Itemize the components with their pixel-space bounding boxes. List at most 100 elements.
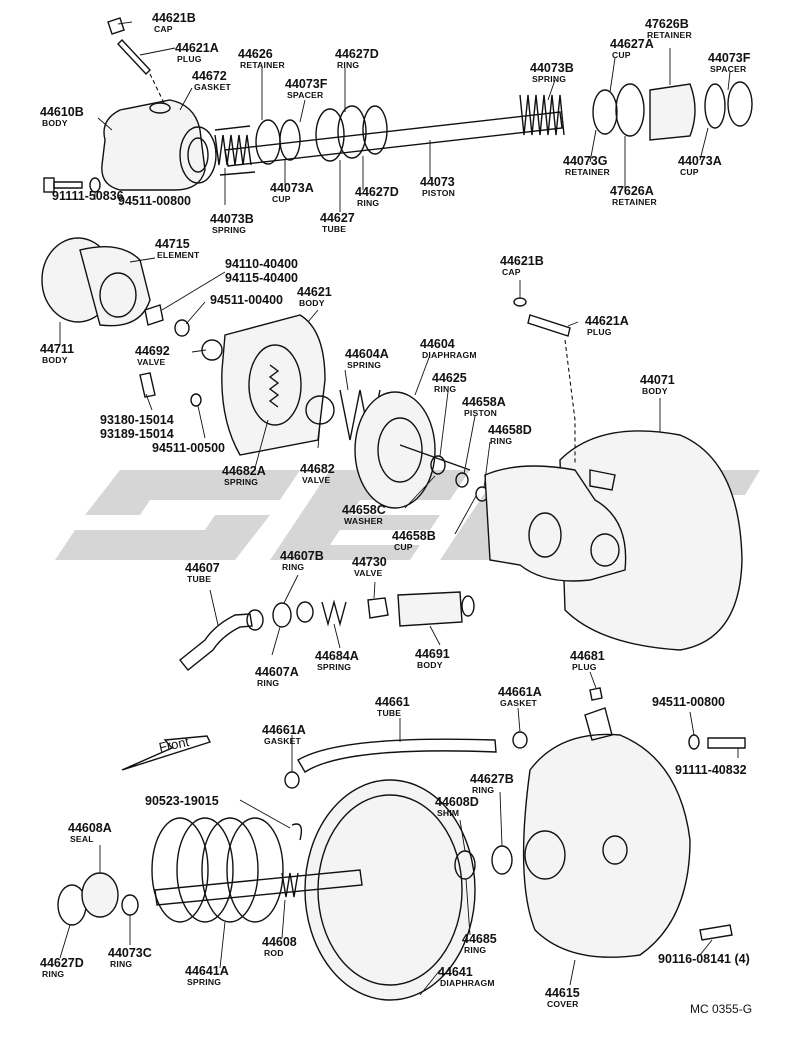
part-number: 44608 <box>262 935 297 949</box>
part-number: 44627A <box>610 37 654 51</box>
callout-c55: 91111-40832 <box>675 763 747 777</box>
part-name: CUP <box>612 50 631 60</box>
part-number: 44608A <box>68 821 112 835</box>
part-number: 44073G <box>563 154 607 168</box>
part-number: 44661A <box>262 723 306 737</box>
part-name: RING <box>490 436 512 446</box>
part-number: 44711 <box>40 342 74 356</box>
part-name: CUP <box>272 194 291 204</box>
part-number: 94115-40400 <box>225 271 298 285</box>
part-number: 44073B <box>210 212 254 226</box>
part-number: 44621B <box>500 254 544 268</box>
part-number: 44658A <box>462 395 506 409</box>
big-spring-drawing <box>151 817 284 923</box>
part-number: 44073A <box>678 154 722 168</box>
part-name: RETAINER <box>565 167 610 177</box>
part-number: 44658D <box>488 423 532 437</box>
part-name: PLUG <box>177 54 202 64</box>
part-number: 44658B <box>392 529 436 543</box>
part-number: 44621 <box>297 285 332 299</box>
part-name: RING <box>282 562 304 572</box>
part-name: CUP <box>680 167 699 177</box>
part-number: 90523-19015 <box>145 794 219 808</box>
callout-c12: 91111-50836 <box>52 189 124 203</box>
callout-c57: 90523-19015 <box>145 794 219 808</box>
part-number: 44626 <box>238 47 273 61</box>
part-name: BODY <box>417 660 443 670</box>
part-name: ROD <box>264 948 284 958</box>
part-number: 94511-00400 <box>210 293 283 307</box>
part-number: 44684A <box>315 649 359 663</box>
right-cap-plug-drawing <box>513 297 571 337</box>
part-number: 47626A <box>610 184 654 198</box>
part-number: 44692 <box>135 344 170 358</box>
part-name: SPRING <box>187 977 221 987</box>
callout-c24: 94115-40400 <box>225 271 298 285</box>
master-cylinder-body-drawing <box>101 99 217 191</box>
callout-c54: 94511-00800 <box>652 695 725 709</box>
vacuum-tube-drawing <box>284 731 746 789</box>
part-name: RETAINER <box>612 197 657 207</box>
part-number: 44071 <box>640 373 675 387</box>
part-name: WASHER <box>344 516 384 526</box>
part-name: RING <box>257 678 279 688</box>
leader-lines <box>59 21 739 996</box>
part-number: 44073 <box>420 175 455 189</box>
booster-body-drawing <box>484 339 743 651</box>
part-number: 44681 <box>570 649 605 663</box>
part-name: BODY <box>42 118 68 128</box>
part-name: RING <box>110 959 132 969</box>
part-number: 44604 <box>420 337 455 351</box>
part-number: 94511-00800 <box>652 695 725 709</box>
part-number: 47626B <box>645 17 689 31</box>
part-number: 94511-00500 <box>152 441 225 455</box>
part-name: SHIM <box>437 808 459 818</box>
part-name: CUP <box>394 542 413 552</box>
part-name: GASKET <box>264 736 302 746</box>
part-number: 44672 <box>192 69 227 83</box>
part-number: 44641 <box>438 965 473 979</box>
part-number: 44658C <box>342 503 386 517</box>
part-number: 44627 <box>320 211 355 225</box>
part-name: RING <box>464 945 486 955</box>
part-number: 44641A <box>185 964 229 978</box>
part-name: VALVE <box>354 568 382 578</box>
part-number: 44073F <box>285 77 328 91</box>
part-number: 91111-50836 <box>52 189 124 203</box>
part-number: 90116-08141 (4) <box>658 952 750 966</box>
part-number: 44607A <box>255 665 299 679</box>
part-number: 44685 <box>462 932 497 946</box>
part-number: 44627D <box>335 47 379 61</box>
part-name: SPRING <box>532 74 566 84</box>
callout-c13: 94511-00800 <box>118 194 191 208</box>
part-name: SPRING <box>317 662 351 672</box>
top-cap-plug-drawing <box>107 17 166 106</box>
